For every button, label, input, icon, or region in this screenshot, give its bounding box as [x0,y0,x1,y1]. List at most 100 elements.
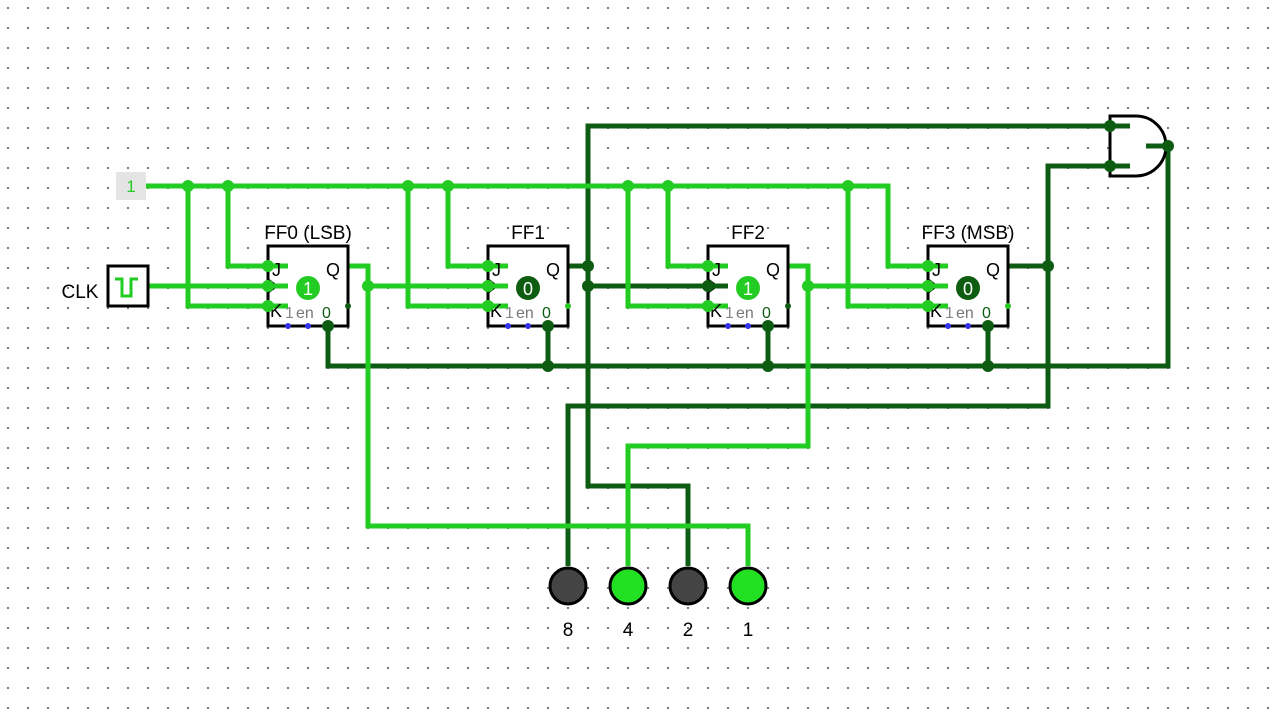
flip-flop-title: FF0 (LSB) [264,223,352,244]
k-wire [845,186,928,309]
wires-high [146,183,928,566]
pin-q-label: Q [546,260,560,280]
junction-dot [1104,160,1116,172]
enable-pin [305,323,311,329]
led-label: 4 [623,620,634,641]
junction-dot [762,360,774,372]
state-indicator[interactable] [956,276,980,300]
pin-q-label: Q [766,260,780,280]
pin-enable-label: en [516,305,534,322]
led-indicator [668,566,708,606]
constant-source[interactable]: 1 [116,172,146,200]
qbar-pin [565,303,571,309]
junction-dot [482,300,494,312]
output-led-4: 4 [608,566,648,641]
j-wire [665,186,708,269]
pin-reset-label: 0 [542,305,551,322]
reset-bus-wire [325,146,1171,369]
state-value: 0 [963,279,973,299]
flip-flop-title: FF2 [731,223,765,244]
junction-dot [842,180,854,192]
pin-set-label: 1 [945,305,954,322]
junction-dot [1162,140,1174,152]
state-value: 1 [743,279,753,299]
pin-enable-label: en [736,305,754,322]
junction-dot [762,320,774,332]
junction-dot [482,280,494,292]
j-wire [445,186,488,269]
clock-source[interactable]: CLK [62,264,150,308]
output-led-1: 1 [728,566,768,641]
junction-dot [702,260,714,272]
pin-q-label: Q [326,260,340,280]
junction-dot [982,360,994,372]
pin-reset-label: 0 [762,305,771,322]
led-indicator [728,566,768,606]
set-pin [945,323,951,329]
flip-flop-title: FF3 (MSB) [922,223,1015,244]
pin-enable-label: en [296,305,314,322]
state-indicator[interactable] [736,276,760,300]
junction-dot [262,260,274,272]
wire-junctions [182,120,1174,372]
junction-dot [702,300,714,312]
flip-flop-title: FF1 [511,223,545,244]
k-wire [405,186,488,309]
junction-dot [262,280,274,292]
set-pin [725,323,731,329]
junction-dot [182,180,194,192]
junction-dot [1104,120,1116,132]
qbar-pin [1005,303,1011,309]
q2-wire [625,263,811,566]
pin-set-label: 1 [725,305,734,322]
led-label: 2 [683,620,694,641]
junction-dot [582,260,594,272]
state-value: 1 [303,279,313,299]
pin-reset-label: 0 [322,305,331,322]
junction-dot [222,180,234,192]
set-pin [505,323,511,329]
pin-q-label: Q [986,260,1000,280]
pin-j-label: J [492,260,501,280]
state-indicator[interactable] [516,276,540,300]
state-value: 0 [523,279,533,299]
const-bus-wire [146,183,928,269]
junction-dot [702,280,714,292]
pin-reset-label: 0 [982,305,991,322]
square-wave-icon [115,277,138,298]
pin-j-label: J [712,260,721,280]
led-label: 1 [743,620,754,641]
junction-dot [442,180,454,192]
enable-pin [965,323,971,329]
state-indicator[interactable] [296,276,320,300]
junction-dot [262,300,274,312]
junction-dot [662,180,674,192]
junction-dot [362,280,374,292]
junction-dot [922,300,934,312]
junction-dot [322,320,334,332]
led-indicator [608,566,648,606]
pin-set-label: 1 [285,305,294,322]
k-wire [625,186,708,309]
k-wire [185,186,268,309]
junction-dot [802,280,814,292]
set-pin [285,323,291,329]
junction-dot [402,180,414,192]
junction-dot [1042,260,1054,272]
junction-dot [482,260,494,272]
pin-enable-label: en [956,305,974,322]
and-gate[interactable] [1108,114,1168,178]
junction-dot [622,180,634,192]
constant-value: 1 [126,177,135,196]
pin-j-label: J [932,260,941,280]
junction-dot [542,360,554,372]
clock-label: CLK [62,282,99,303]
qbar-pin [785,303,791,309]
qbar-pin [345,303,351,309]
